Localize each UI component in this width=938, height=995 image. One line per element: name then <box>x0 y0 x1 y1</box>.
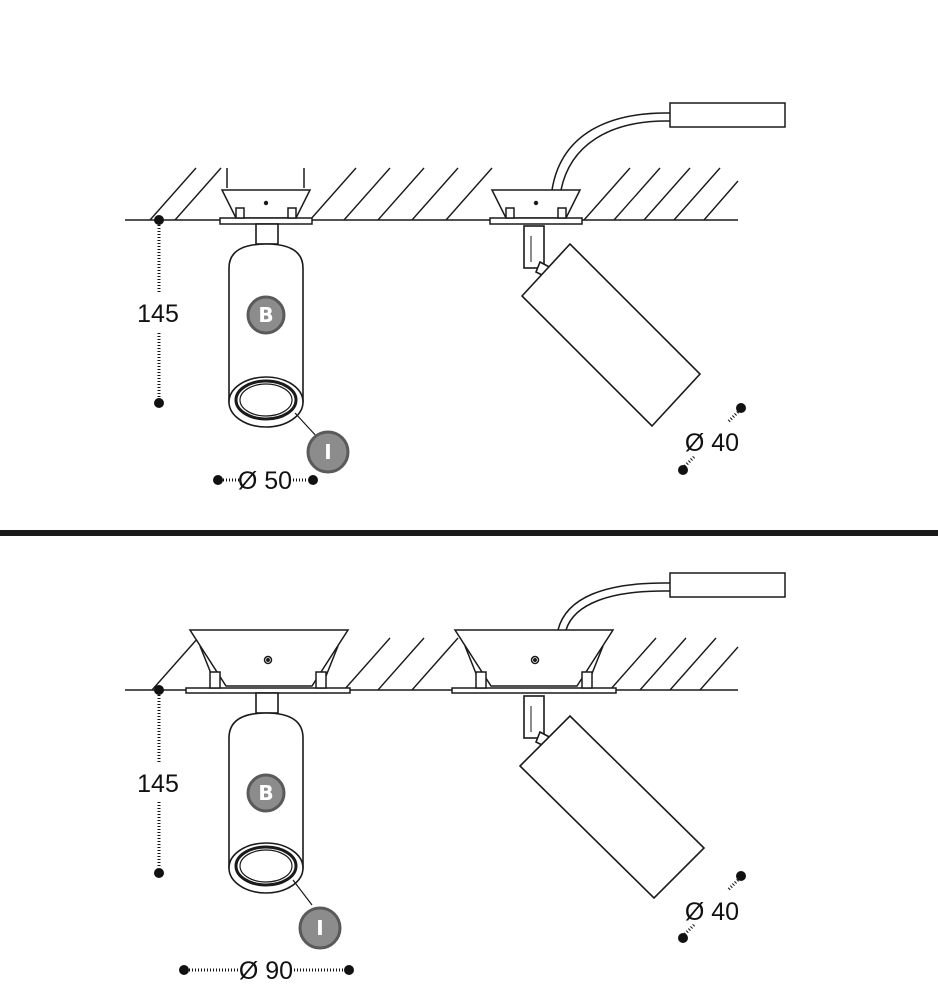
tilted-spotlight-icon <box>518 695 706 900</box>
badge-b-label: B <box>258 303 273 327</box>
driver-box-icon <box>557 572 786 631</box>
recess-housing-left <box>219 168 313 225</box>
diameter-right-label: Ø 40 <box>685 898 739 926</box>
badge-b: B <box>246 773 286 813</box>
ceiling-hatch-icon <box>149 167 739 221</box>
driver-box-icon <box>551 102 786 191</box>
badge-i-label: I <box>324 440 331 464</box>
tilted-spotlight-icon <box>520 225 702 428</box>
badge-b: B <box>246 295 286 335</box>
badge-i: I <box>292 879 342 950</box>
diameter-dimension-right: Ø 40 <box>678 871 746 943</box>
recess-housing-right <box>489 180 583 225</box>
panel-divider <box>0 530 938 536</box>
height-label: 145 <box>137 770 179 798</box>
badge-b-label: B <box>258 781 273 805</box>
diameter-dimension-right: Ø 40 <box>678 403 746 475</box>
recess-housing-right <box>451 629 617 694</box>
diameter-left-label: Ø 90 <box>239 957 293 985</box>
recess-housing-left <box>185 629 351 694</box>
ceiling-hatch-icon <box>151 637 739 691</box>
diameter-left-label: Ø 50 <box>238 467 292 495</box>
height-dimension: 145 <box>137 685 179 878</box>
badge-i-label: I <box>316 916 323 940</box>
diameter-right-label: Ø 40 <box>685 429 739 457</box>
height-label: 145 <box>137 300 179 328</box>
badge-i: I <box>294 412 350 474</box>
diameter-dimension-left: Ø 50 <box>213 467 318 495</box>
diameter-dimension-left: Ø 90 <box>179 957 354 985</box>
bottom-panel: B I 145 Ø 90 <box>125 572 786 985</box>
top-panel: B I 145 Ø 50 <box>125 102 786 495</box>
height-dimension: 145 <box>137 215 179 408</box>
